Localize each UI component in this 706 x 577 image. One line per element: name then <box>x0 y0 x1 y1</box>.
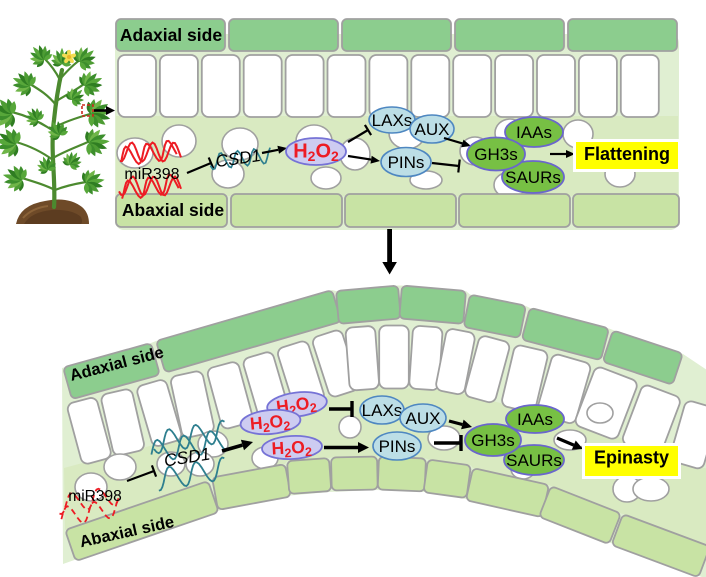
svg-text:IAAs: IAAs <box>517 410 553 429</box>
svg-text:Adaxial side: Adaxial side <box>120 25 222 45</box>
svg-text:LAXs: LAXs <box>372 111 413 130</box>
svg-text:SAURs: SAURs <box>506 451 562 470</box>
svg-text:AUX: AUX <box>415 120 450 139</box>
svg-text:Epinasty: Epinasty <box>594 448 669 468</box>
svg-text:GH3s: GH3s <box>471 431 514 450</box>
svg-text:miR398: miR398 <box>68 488 121 505</box>
svg-text:H2O2: H2O2 <box>293 141 339 165</box>
svg-text:SAURs: SAURs <box>505 168 561 187</box>
svg-text:IAAs: IAAs <box>516 123 552 142</box>
svg-text:miR398: miR398 <box>124 166 179 183</box>
svg-text:Abaxial side: Abaxial side <box>122 200 224 220</box>
svg-text:GH3s: GH3s <box>474 145 517 164</box>
svg-text:LAXs: LAXs <box>362 401 403 420</box>
svg-text:PINs: PINs <box>388 153 425 172</box>
svg-text:PINs: PINs <box>379 437 416 456</box>
svg-text:Flattening: Flattening <box>584 144 670 164</box>
svg-text:AUX: AUX <box>406 409 441 428</box>
